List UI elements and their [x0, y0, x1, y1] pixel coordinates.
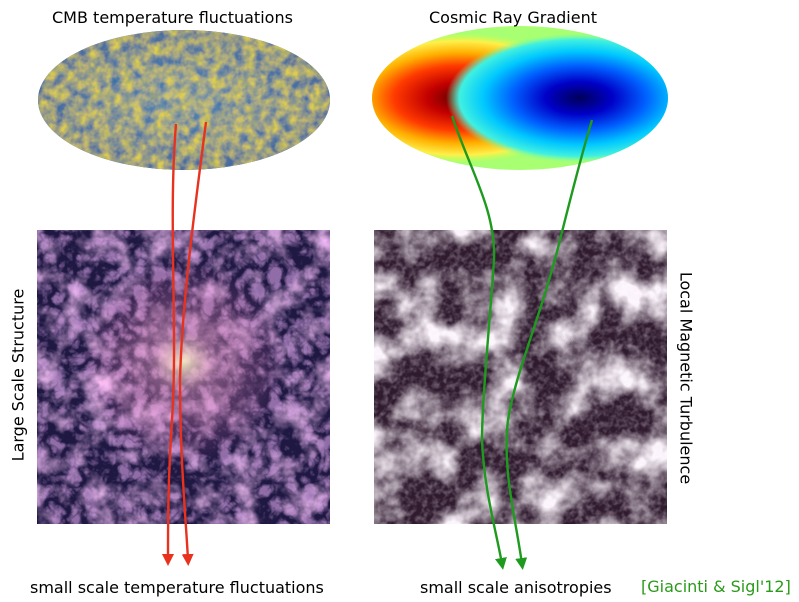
citation: [Giacinti & Sigl'12] — [641, 577, 791, 596]
magnetic-turbulence-image — [374, 230, 667, 524]
cmb-map-title: CMB temperature fluctuations — [52, 8, 293, 27]
red-arrow-1 — [162, 123, 178, 566]
cmb-map — [38, 30, 330, 170]
red-trajectory-arrows — [162, 121, 208, 566]
green-trajectory-arrows — [450, 115, 594, 570]
temperature-fluctuations-caption: small scale temperature fluctuations — [30, 578, 324, 597]
red-arrow-2 — [178, 121, 208, 566]
local-magnetic-turbulence-label: Local Magnetic Turbulence — [676, 271, 696, 485]
green-arrow-2 — [505, 119, 594, 570]
cosmic-ray-gradient-map — [372, 26, 668, 170]
cosmic-ray-map-title: Cosmic Ray Gradient — [429, 8, 597, 27]
anisotropies-caption: small scale anisotropies — [420, 578, 612, 597]
green-arrow-1 — [450, 115, 507, 570]
large-scale-structure-label: Large Scale Structure — [8, 288, 28, 462]
